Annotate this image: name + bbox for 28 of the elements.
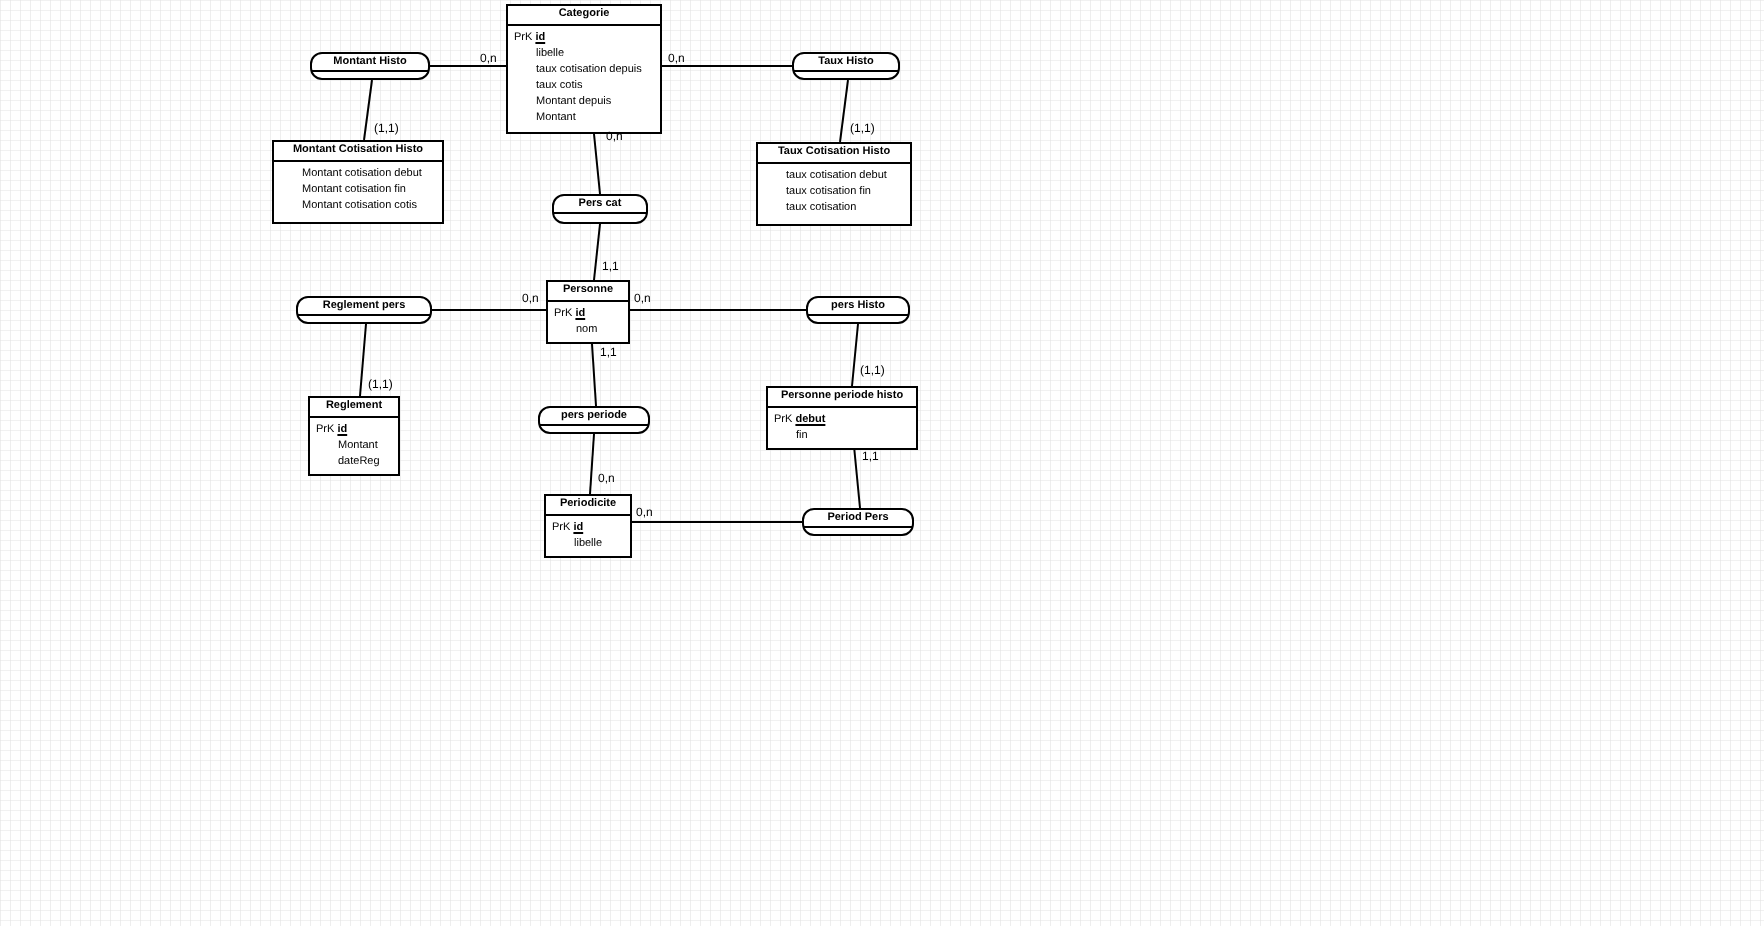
- association-shape: [802, 508, 914, 536]
- connector-line: [589, 433, 595, 495]
- association-shape: [792, 52, 900, 80]
- entity-box: [506, 4, 662, 134]
- association-shape: [806, 296, 910, 324]
- connector-line: [593, 223, 601, 281]
- connector-line: [661, 65, 793, 67]
- connector-line: [851, 323, 859, 387]
- association-shape: [310, 52, 430, 80]
- association-shape: [296, 296, 432, 324]
- connector-line: [429, 65, 507, 67]
- entity-box: [308, 396, 400, 476]
- entity-box: [546, 280, 630, 344]
- connector-line: [631, 521, 803, 523]
- connector-line: [839, 79, 849, 143]
- entity-box: [756, 142, 912, 226]
- entity-box: [272, 140, 444, 224]
- entity-box: [766, 386, 918, 450]
- connector-line: [431, 309, 547, 311]
- connector-line: [363, 79, 373, 141]
- association-shape: [538, 406, 650, 434]
- association-shape: [552, 194, 648, 224]
- entity-box: [544, 494, 632, 558]
- connector-line: [593, 133, 601, 195]
- connector-line: [591, 343, 597, 407]
- connector-line: [629, 309, 807, 311]
- connector-line: [853, 445, 861, 509]
- connector-line: [359, 323, 367, 397]
